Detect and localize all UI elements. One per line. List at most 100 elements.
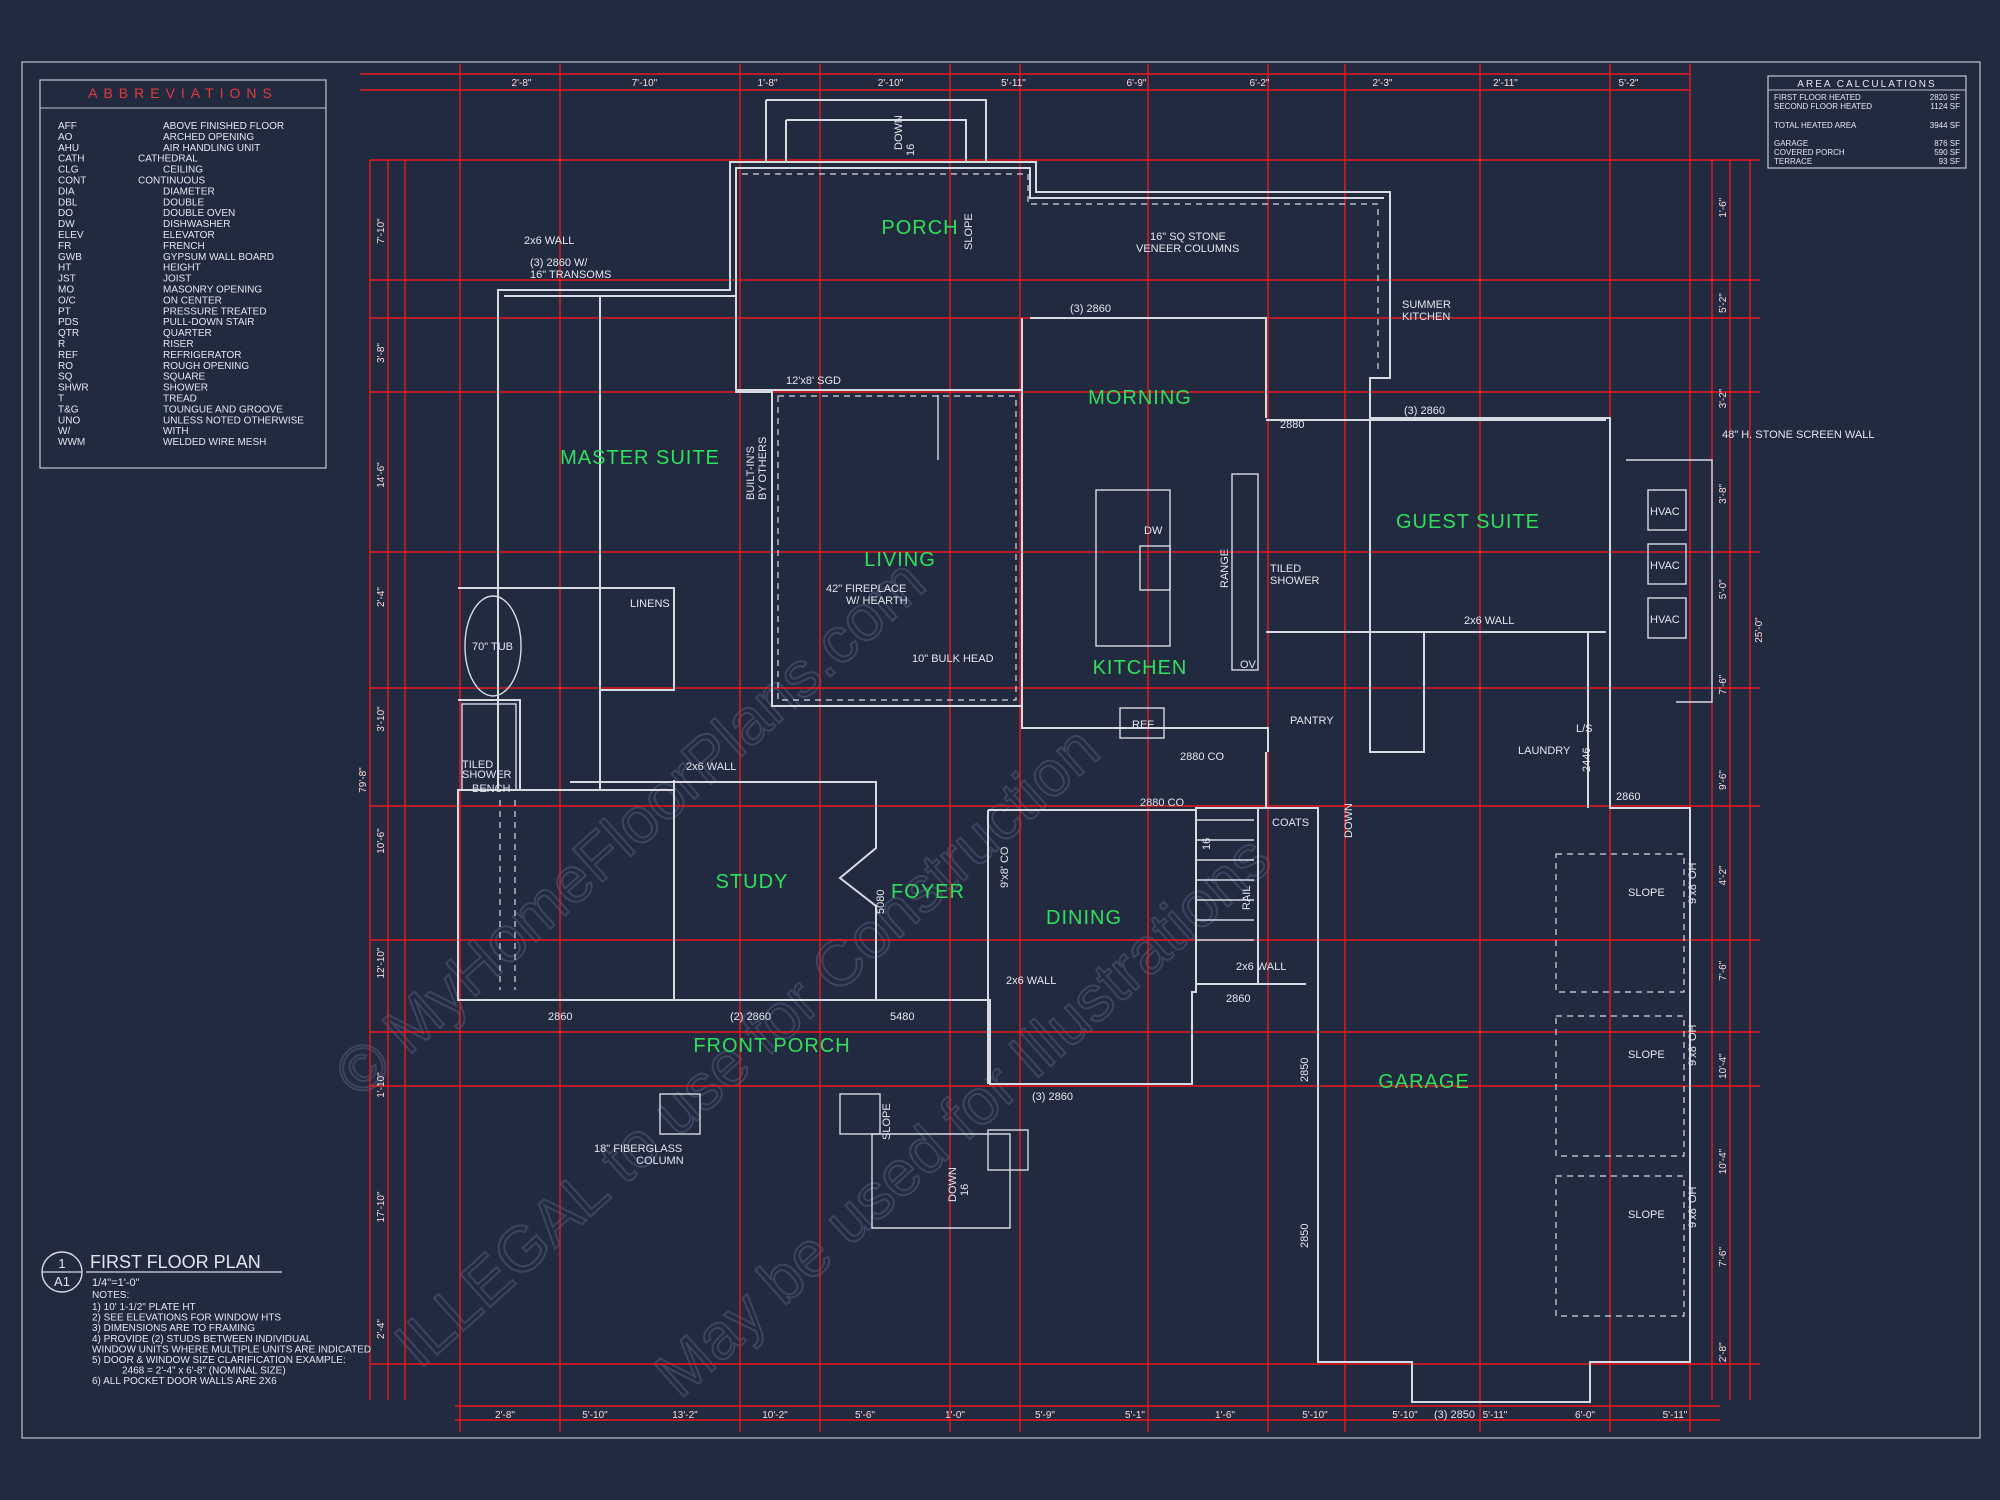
label-riser-count-stair: 16 — [1201, 838, 1213, 850]
title-block: 1 A1 FIRST FLOOR PLAN 1/4"=1'-0" NOTES: … — [41, 1251, 371, 1387]
label-2x6-wall-bath: 2x6 WALL — [686, 761, 736, 773]
walls — [457, 99, 1691, 1403]
dimension-label: 3'-2" — [1718, 388, 1729, 408]
label-slope-garage-2: SLOPE — [1628, 1049, 1665, 1061]
label-linens: LINENS — [630, 598, 670, 610]
abbreviation-text: SHOWER — [163, 383, 208, 394]
label-builtins-1: BUILT-IN'S — [745, 446, 757, 500]
room-garage: GARAGE — [1378, 1071, 1470, 1093]
label-slope-porch: SLOPE — [963, 213, 975, 250]
note-line: 1) 10' 1-1/2" PLATE HT — [92, 1302, 196, 1313]
label-door-5080: 5080 — [875, 890, 887, 914]
sheet-border — [21, 61, 1981, 1439]
note-line: 2468 = 2'-4" x 6'-8" (NOMINAL SIZE) — [122, 1366, 286, 1377]
dining-walls — [987, 809, 1306, 1084]
dimensions-left: 7'-10"3'-8"14'-6"2'-4"3'-10"10'-6"12'-10… — [376, 218, 387, 1339]
dimension-label: 2'-8" — [512, 78, 532, 89]
dimension-label: 12'-10" — [376, 947, 387, 978]
abbreviation-text: ELEVATOR — [163, 230, 215, 241]
abbreviation-text: PULL-DOWN STAIR — [163, 317, 255, 328]
dimension-label: 5'-10" — [582, 1410, 608, 1421]
label-door-2446: 2446 — [1581, 748, 1593, 772]
label-2x6-wall-master: 2x6 WALL — [524, 235, 574, 247]
abbreviation-text: SQUARE — [163, 372, 206, 383]
abbreviation-text: GYPSUM WALL BOARD — [163, 252, 274, 263]
dimension-label: 2'-4" — [376, 587, 387, 607]
label-builtins-2: BY OTHERS — [757, 437, 769, 500]
abbreviation-text: AIR HANDLING UNIT — [163, 143, 260, 154]
label-riser-count-front: 16 — [959, 1184, 971, 1196]
label-fireplace-2: W/ HEARTH — [846, 595, 908, 607]
label-sgd: 12'x8' SGD — [786, 375, 841, 387]
label-garage-oh-1: 9'x8' OH — [1687, 862, 1699, 904]
dimension-label: 1'-8" — [758, 78, 778, 89]
abbreviation-code: DW — [58, 219, 75, 230]
stone-screen-wall — [1626, 459, 1713, 703]
room-porch: PORCH — [881, 217, 958, 239]
abbreviation-code: O/C — [58, 295, 76, 306]
label-master-tiled-2: SHOWER — [462, 769, 512, 781]
label-door-3-2860-guest: (3) 2860 — [1404, 405, 1445, 417]
dimension-label: 5'-11" — [1663, 1410, 1688, 1421]
guest-walls — [1265, 418, 1606, 808]
label-garage-oh-2: 9'x8' OH — [1687, 1024, 1699, 1066]
abbreviation-text: HEIGHT — [163, 263, 201, 274]
area-value: 93 SF — [1939, 157, 1960, 166]
room-front-porch: FRONT PORCH — [693, 1035, 850, 1057]
label-pantry: PANTRY — [1290, 715, 1334, 727]
abbreviation-text: JOIST — [163, 274, 191, 285]
porch-column-1 — [659, 1093, 701, 1135]
note-line: 5) DOOR & WINDOW SIZE CLARIFICATION EXAM… — [92, 1355, 346, 1366]
abbreviation-code: DIA — [58, 186, 75, 197]
abbreviation-text: DIAMETER — [163, 186, 215, 197]
area-label: COVERED PORCH — [1774, 148, 1845, 157]
label-transom-1: (3) 2860 W/ — [530, 257, 588, 269]
range-counter — [1231, 473, 1259, 671]
abbreviation-text: ARCHED OPENING — [163, 132, 254, 143]
dimension-label: 3'-8" — [1718, 483, 1729, 503]
abbreviation-code: T&G — [58, 404, 79, 415]
dimension-label: 14'-6" — [376, 462, 387, 488]
label-hvac-3: HVAC — [1650, 614, 1680, 626]
label-fiberglass-2: COLUMN — [636, 1155, 684, 1167]
abbreviation-code: PDS — [58, 317, 79, 328]
label-door-2860-garage: 2860 — [1616, 791, 1640, 803]
label-summer-kitchen-1: SUMMER — [1402, 299, 1451, 311]
dimension-label: 2'-4" — [376, 1319, 387, 1339]
dimension-label: 17'-10" — [376, 1191, 387, 1222]
annotations: 16" SQ STONE VENEER COLUMNS SUMMER KITCH… — [462, 115, 1874, 1421]
dimension-label: 6'-9" — [1127, 78, 1147, 89]
dimension-label: 1'-6" — [1215, 1410, 1235, 1421]
label-oven: OV — [1240, 659, 1257, 671]
room-dining: DINING — [1046, 907, 1122, 929]
abbreviation-text: DOUBLE — [163, 197, 204, 208]
master-shower — [461, 703, 517, 791]
dimension-label: 2'-10" — [878, 78, 904, 89]
label-door-2880co-kitchen: 2880 CO — [1180, 751, 1224, 763]
abbreviation-text: RISER — [163, 339, 194, 350]
dashed-outlines — [499, 173, 1685, 1317]
area-label: SECOND FLOOR HEATED — [1774, 102, 1872, 111]
label-door-98co: 9'x8' CO — [999, 846, 1011, 888]
dimensions-top: 2'-8"7'-10"1'-8"2'-10"5'-11"6'-9"6'-2"2'… — [512, 78, 1639, 89]
label-rail: RAIL — [1241, 886, 1253, 910]
label-hvac-2: HVAC — [1650, 560, 1680, 572]
abbreviation-code: AO — [58, 132, 73, 143]
label-door-2880-guest: 2880 — [1280, 419, 1304, 431]
label-door-2850-garage-1: 2850 — [1299, 1058, 1311, 1082]
abbreviation-text: ON CENTER — [163, 295, 222, 306]
abbreviation-code: AFF — [58, 121, 77, 132]
stair-walls — [1196, 807, 1318, 984]
dimension-label: 1'-6" — [1718, 197, 1729, 217]
label-stone-columns-2: VENEER COLUMNS — [1136, 243, 1239, 255]
note-line: WINDOW UNITS WHERE MULTIPLE UNITS ARE IN… — [92, 1344, 371, 1355]
abbreviation-text: FRENCH — [163, 241, 205, 252]
abbreviation-text: QUARTER — [163, 328, 212, 339]
abbreviation-text: WELDED WIRE MESH — [163, 437, 266, 448]
label-stone-screen-wall: 48" H. STONE SCREEN WALL — [1722, 429, 1874, 441]
label-2x6-wall-stair: 2x6 WALL — [1236, 961, 1286, 973]
area-frame — [1767, 75, 1967, 169]
sheet-number: A1 — [54, 1274, 70, 1289]
